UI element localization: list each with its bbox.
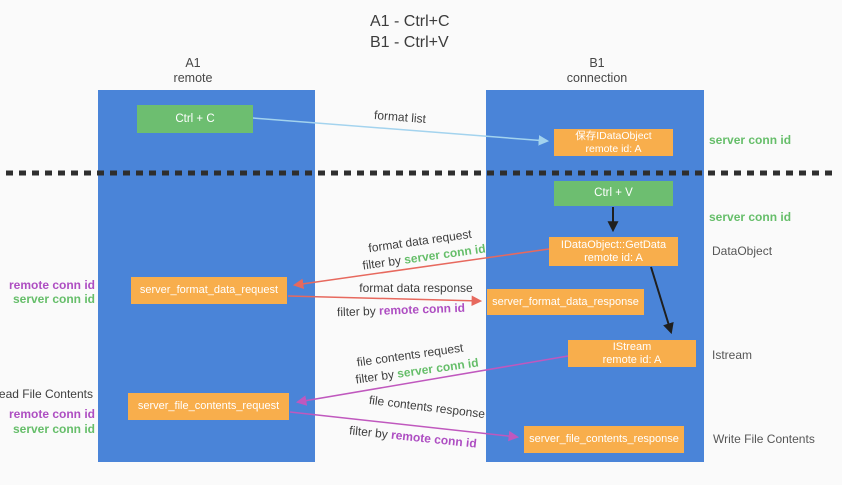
annotation-write-file-contents: Write File Contents	[713, 432, 815, 446]
lane-header-a1: A1 remote	[133, 56, 253, 86]
label-format-data-response: format data response	[359, 281, 473, 295]
annotation-istream: Istream	[712, 348, 753, 362]
annotation-dataobject: DataObject	[712, 244, 773, 258]
label-format-list: format list	[373, 107, 427, 127]
node-format-response-label: server_format_data_response	[492, 295, 639, 308]
annotation-server-conn-id-left-1: server conn id	[12, 292, 95, 306]
node-save-idataobject: 保存IDataObject remote id: A	[554, 129, 673, 156]
node-file-request-label: server_file_contents_request	[137, 400, 280, 412]
filter-by-text: filter by	[361, 252, 406, 273]
node-idataobject-getdata: IDataObject::GetData remote id: A	[549, 237, 678, 266]
lane-b1-subtitle: connection	[566, 71, 628, 85]
remote-conn-id-text: remote conn id	[378, 300, 466, 318]
label-filter-by-remote-conn-id-2: filter by remote conn id	[349, 423, 478, 450]
node-ctrl-v-label: Ctrl + V	[594, 187, 633, 199]
node-server-format-data-response: server_format_data_response	[487, 289, 644, 315]
lane-a1-name: A1	[185, 56, 201, 70]
node-save-idataobject-line2: remote id: A	[585, 142, 642, 155]
filter-by-text: filter by	[354, 366, 399, 387]
node-server-file-contents-response: server_file_contents_response	[524, 426, 684, 453]
node-ctrl-v: Ctrl + V	[554, 181, 673, 206]
annotation-server-conn-id-right-2: server conn id	[709, 210, 792, 224]
annotation-remote-conn-id-left-1: remote conn id	[8, 278, 95, 292]
filter-by-text: filter by	[336, 303, 380, 320]
label-file-contents-response: file contents response	[368, 392, 486, 422]
remote-conn-id-text: remote conn id	[390, 427, 478, 451]
annotation-server-conn-id-right-1: server conn id	[709, 133, 792, 147]
title-line-2: B1 - Ctrl+V	[370, 34, 449, 51]
node-ctrl-c-label: Ctrl + C	[175, 112, 215, 125]
title-line-1: A1 - Ctrl+C	[370, 13, 450, 30]
label-filter-by-remote-conn-id-1: filter by remote conn id	[337, 301, 465, 319]
annotation-read-file-contents: Read File Contents	[0, 387, 93, 401]
node-istream: IStream remote id: A	[568, 340, 696, 367]
lane-a1-subtitle: remote	[173, 71, 213, 85]
annotation-remote-conn-id-left-2: remote conn id	[8, 407, 95, 421]
node-getdata-line1: IDataObject::GetData	[560, 238, 667, 251]
node-server-file-contents-request: server_file_contents_request	[128, 393, 289, 420]
node-save-idataobject-line1: 保存IDataObject	[575, 130, 652, 142]
node-file-response-label: server_file_contents_response	[529, 433, 679, 445]
node-istream-line2: remote id: A	[602, 353, 662, 366]
node-istream-line1: IStream	[612, 340, 652, 353]
annotation-server-conn-id-left-2: server conn id	[12, 422, 95, 436]
node-ctrl-c: Ctrl + C	[137, 105, 253, 133]
diagram-title: A1 - Ctrl+C B1 - Ctrl+V	[370, 11, 450, 53]
node-format-request-label: server_format_data_request	[139, 284, 279, 296]
node-server-format-data-request: server_format_data_request	[131, 277, 287, 304]
lane-header-b1: B1 connection	[537, 56, 657, 86]
lane-b1-name: B1	[589, 56, 605, 70]
filter-by-text: filter by	[348, 423, 392, 442]
node-getdata-line2: remote id: A	[584, 251, 643, 264]
